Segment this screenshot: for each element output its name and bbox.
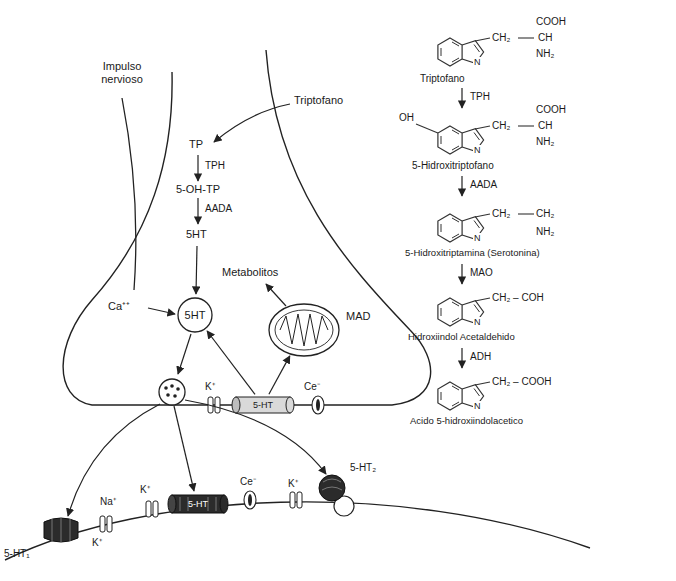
node-label: 5-HT — [188, 499, 208, 509]
node-shape — [266, 300, 378, 360]
diagram-node: 5HT — [177, 297, 213, 333]
release-arrow — [174, 406, 194, 491]
text-label: CH₂ — [536, 208, 554, 220]
text-label: N — [473, 233, 482, 243]
text-label: COOH — [536, 104, 566, 116]
text-label: MAO — [470, 267, 493, 279]
text-label: 5-OH-TP — [176, 183, 220, 196]
text-label: TPH — [205, 160, 225, 172]
release-arrow — [178, 334, 191, 374]
text-label: 5-Hidroxitriptamina (Serotonina) — [405, 248, 540, 259]
text-label: ADH — [470, 351, 491, 363]
text-label: CH — [538, 32, 552, 44]
text-label: Acido 5-hidroxiindolacetico — [410, 416, 523, 427]
impulse-line — [122, 98, 136, 290]
text-label: K⁺ — [92, 537, 102, 549]
reaction-arrow — [461, 88, 462, 368]
text-label: N — [473, 57, 482, 67]
text-label: K⁺ — [288, 478, 298, 490]
calcium-arrow — [148, 308, 175, 314]
text-label: Ce⁻ — [240, 476, 256, 488]
text-label: CH₂ — [492, 32, 510, 44]
text-label: Hidroxiindol Acetaldehido — [408, 332, 515, 343]
chloride-channel — [316, 399, 320, 411]
metabolite-arrow — [266, 284, 286, 306]
diagram-node: 5-HT₂ — [314, 462, 398, 522]
text-label: CH₂ — [492, 120, 510, 132]
text-label: Triptofano — [294, 94, 343, 107]
text-label: K⁺ — [140, 484, 150, 496]
chloride-channel — [312, 396, 324, 414]
diagram-node: MAD — [266, 300, 378, 360]
text-label: N — [473, 145, 482, 155]
text-label: Impulso nervioso — [92, 60, 152, 85]
text-label: OH — [399, 112, 414, 124]
text-label: TP — [189, 138, 203, 151]
node-label: 5-HT₂ — [350, 462, 376, 474]
text-label: Metabolitos — [222, 266, 278, 279]
ion-channel — [290, 492, 302, 508]
pathway-arrow — [197, 198, 198, 224]
node-label: 5HT — [185, 309, 206, 322]
text-label: CH₂ — [492, 208, 510, 220]
text-label: CH₂ – COH — [492, 292, 544, 304]
postsynaptic-membrane — [5, 502, 590, 560]
diagram-node: 5-HT₁ — [4, 514, 88, 566]
text-label: COOH — [536, 16, 566, 28]
ion-channel — [100, 516, 112, 532]
diagram-node: 5-HT — [232, 396, 294, 414]
ion-channel — [146, 501, 158, 517]
node-label: 5-HT₁ — [4, 548, 30, 560]
text-label: Na⁺ — [100, 496, 116, 508]
chloride-channel — [244, 491, 256, 509]
node-label: 5-HT — [253, 400, 273, 410]
text-label: K⁺ — [205, 381, 215, 393]
diagram-node: 5-HT — [168, 494, 228, 514]
connector-arrow — [269, 356, 290, 394]
text-label: Ce⁻ — [304, 381, 320, 393]
node-label: MAD — [346, 310, 370, 323]
text-label: AADA — [470, 179, 497, 191]
uptake-arrow — [214, 104, 290, 142]
release-arrow — [68, 404, 160, 516]
text-label: Ca⁺⁺ — [108, 300, 130, 313]
text-label: 5HT — [186, 228, 207, 241]
text-label: CH₂ – COOH — [492, 376, 551, 388]
vesicle — [159, 379, 185, 405]
text-label: CH — [538, 120, 552, 132]
chloride-channel — [248, 494, 252, 506]
presynaptic-membrane — [63, 50, 431, 405]
pathway-arrow — [196, 246, 197, 294]
text-label: NH₂ — [536, 48, 554, 60]
text-label: TPH — [470, 91, 490, 103]
text-label: NH₂ — [536, 226, 554, 238]
text-label: AADA — [205, 203, 232, 215]
text-label: NH₂ — [536, 136, 554, 148]
text-label: N — [473, 401, 482, 411]
text-label: Triptofano — [420, 73, 465, 85]
text-label: 5-Hidroxitriptofano — [412, 160, 494, 172]
vesicle-dots — [164, 384, 180, 398]
text-label: N — [473, 317, 482, 327]
pathway-arrow — [197, 155, 198, 181]
